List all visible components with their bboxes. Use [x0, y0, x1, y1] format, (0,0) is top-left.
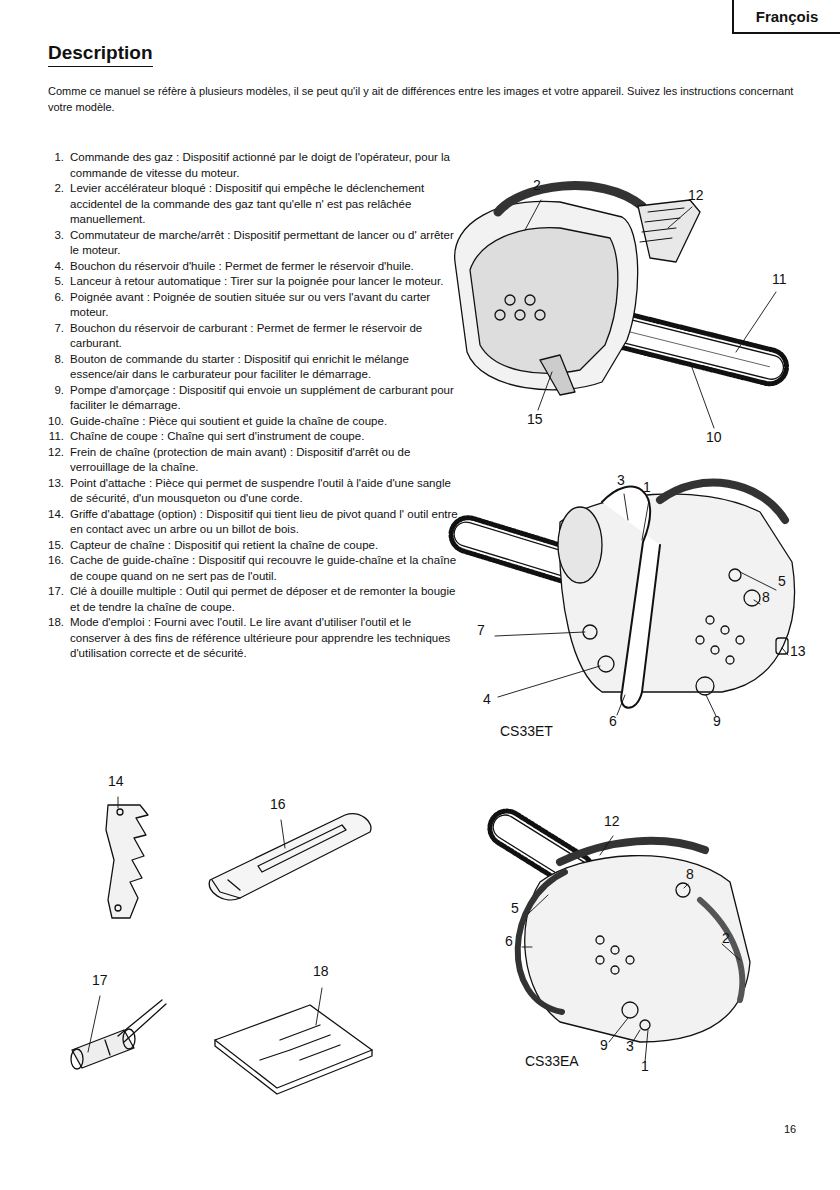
list-number: 12. [40, 445, 64, 461]
list-number: 1. [40, 150, 64, 166]
list-text: Levier accélérateur bloqué : Dispositif … [70, 181, 460, 228]
list-text: Guide-chaîne : Pièce qui soutient et gui… [70, 414, 460, 430]
list-number: 2. [40, 181, 64, 197]
callout-number: 8 [686, 867, 694, 882]
callout-number: 4 [483, 692, 491, 707]
instruction-manual [215, 1005, 372, 1094]
page-number: 16 [784, 1123, 796, 1135]
callout-number: 8 [762, 590, 770, 605]
list-number: 3. [40, 228, 64, 244]
callout-number: 15 [527, 412, 543, 427]
list-text: Capteur de chaîne : Dispositif qui retie… [70, 538, 460, 554]
model-name: CS33EA [525, 1054, 579, 1069]
callout-number: 1 [643, 480, 651, 495]
list-number: 16. [40, 553, 64, 569]
callout-number: 12 [604, 814, 620, 829]
list-text: Bouchon du réservoir d'huile : Permet de… [70, 259, 460, 275]
list-text: Cache de guide-chaîne : Dispositif qui r… [70, 553, 460, 584]
callout-number: 16 [270, 797, 286, 812]
list-number: 9. [40, 383, 64, 399]
list-number: 8. [40, 352, 64, 368]
list-number: 10. [40, 414, 64, 430]
callout-number: 1 [641, 1059, 649, 1074]
list-number: 4. [40, 259, 64, 275]
top-view-chainsaw [455, 186, 790, 395]
list-text: Commutateur de marche/arrêt : Dispositif… [70, 228, 460, 259]
callout-number: 2 [533, 178, 541, 193]
list-number: 13. [40, 476, 64, 492]
list-text: Pompe d'amorçage : Dispositif qui envoie… [70, 383, 460, 414]
list-text: Commande des gaz : Dispositif actionné p… [70, 150, 460, 181]
callout-number: 6 [505, 934, 513, 949]
callout-number: 9 [600, 1038, 608, 1053]
callout-number: 5 [778, 574, 786, 589]
callout-number: 9 [713, 714, 721, 729]
callout-number: 7 [477, 623, 485, 638]
callout-number: 2 [722, 931, 730, 946]
list-text: Bouton de commande du starter : Disposit… [70, 352, 460, 383]
list-number: 5. [40, 274, 64, 290]
callout-number: 10 [706, 430, 722, 445]
cs33et-chainsaw [447, 483, 795, 708]
callout-number: 12 [688, 188, 704, 203]
callout-number: 3 [617, 473, 625, 488]
guide-bar-cover [209, 814, 371, 900]
list-number: 17. [40, 584, 64, 600]
callout-number: 18 [313, 964, 329, 979]
callout-number: 3 [626, 1039, 634, 1054]
language-tab: François [732, 0, 840, 34]
list-text: Mode d'emploi : Fourni avec l'outil. Le … [70, 615, 460, 662]
list-number: 11. [40, 429, 64, 445]
callout-number: 6 [609, 714, 617, 729]
list-text: Poignée avant : Poignée de soutien situé… [70, 290, 460, 321]
cs33ea-chainsaw [483, 805, 750, 1042]
callout-number: 5 [511, 901, 519, 916]
list-text: Griffe d'abattage (option) : Dispositif … [70, 507, 460, 538]
list-number: 7. [40, 321, 64, 337]
list-number: 15. [40, 538, 64, 554]
intro-note: Comme ce manuel se réfère à plusieurs mo… [48, 84, 796, 116]
list-number: 6. [40, 290, 64, 306]
list-text: Bouchon du réservoir de carburant : Perm… [70, 321, 460, 352]
callout-number: 17 [92, 973, 108, 988]
callout-number: 13 [790, 644, 806, 659]
socket-wrench [71, 1000, 166, 1069]
list-text: Frein de chaîne (protection de main avan… [70, 445, 460, 476]
model-name: CS33ET [500, 724, 553, 739]
page-title: Description [48, 42, 153, 67]
list-text: Lanceur à retour automatique : Tirer sur… [70, 274, 460, 290]
list-number: 14. [40, 507, 64, 523]
callout-number: 11 [772, 272, 787, 287]
list-number: 18. [40, 615, 64, 631]
list-text: Chaîne de coupe : Chaîne qui sert d'inst… [70, 429, 460, 445]
callout-number: 14 [108, 774, 124, 789]
list-text: Clé à douille multiple : Outil qui perme… [70, 584, 460, 615]
list-text: Point d'attache : Pièce qui permet de su… [70, 476, 460, 507]
tab-text: François [756, 8, 819, 25]
felling-spike [106, 805, 148, 918]
